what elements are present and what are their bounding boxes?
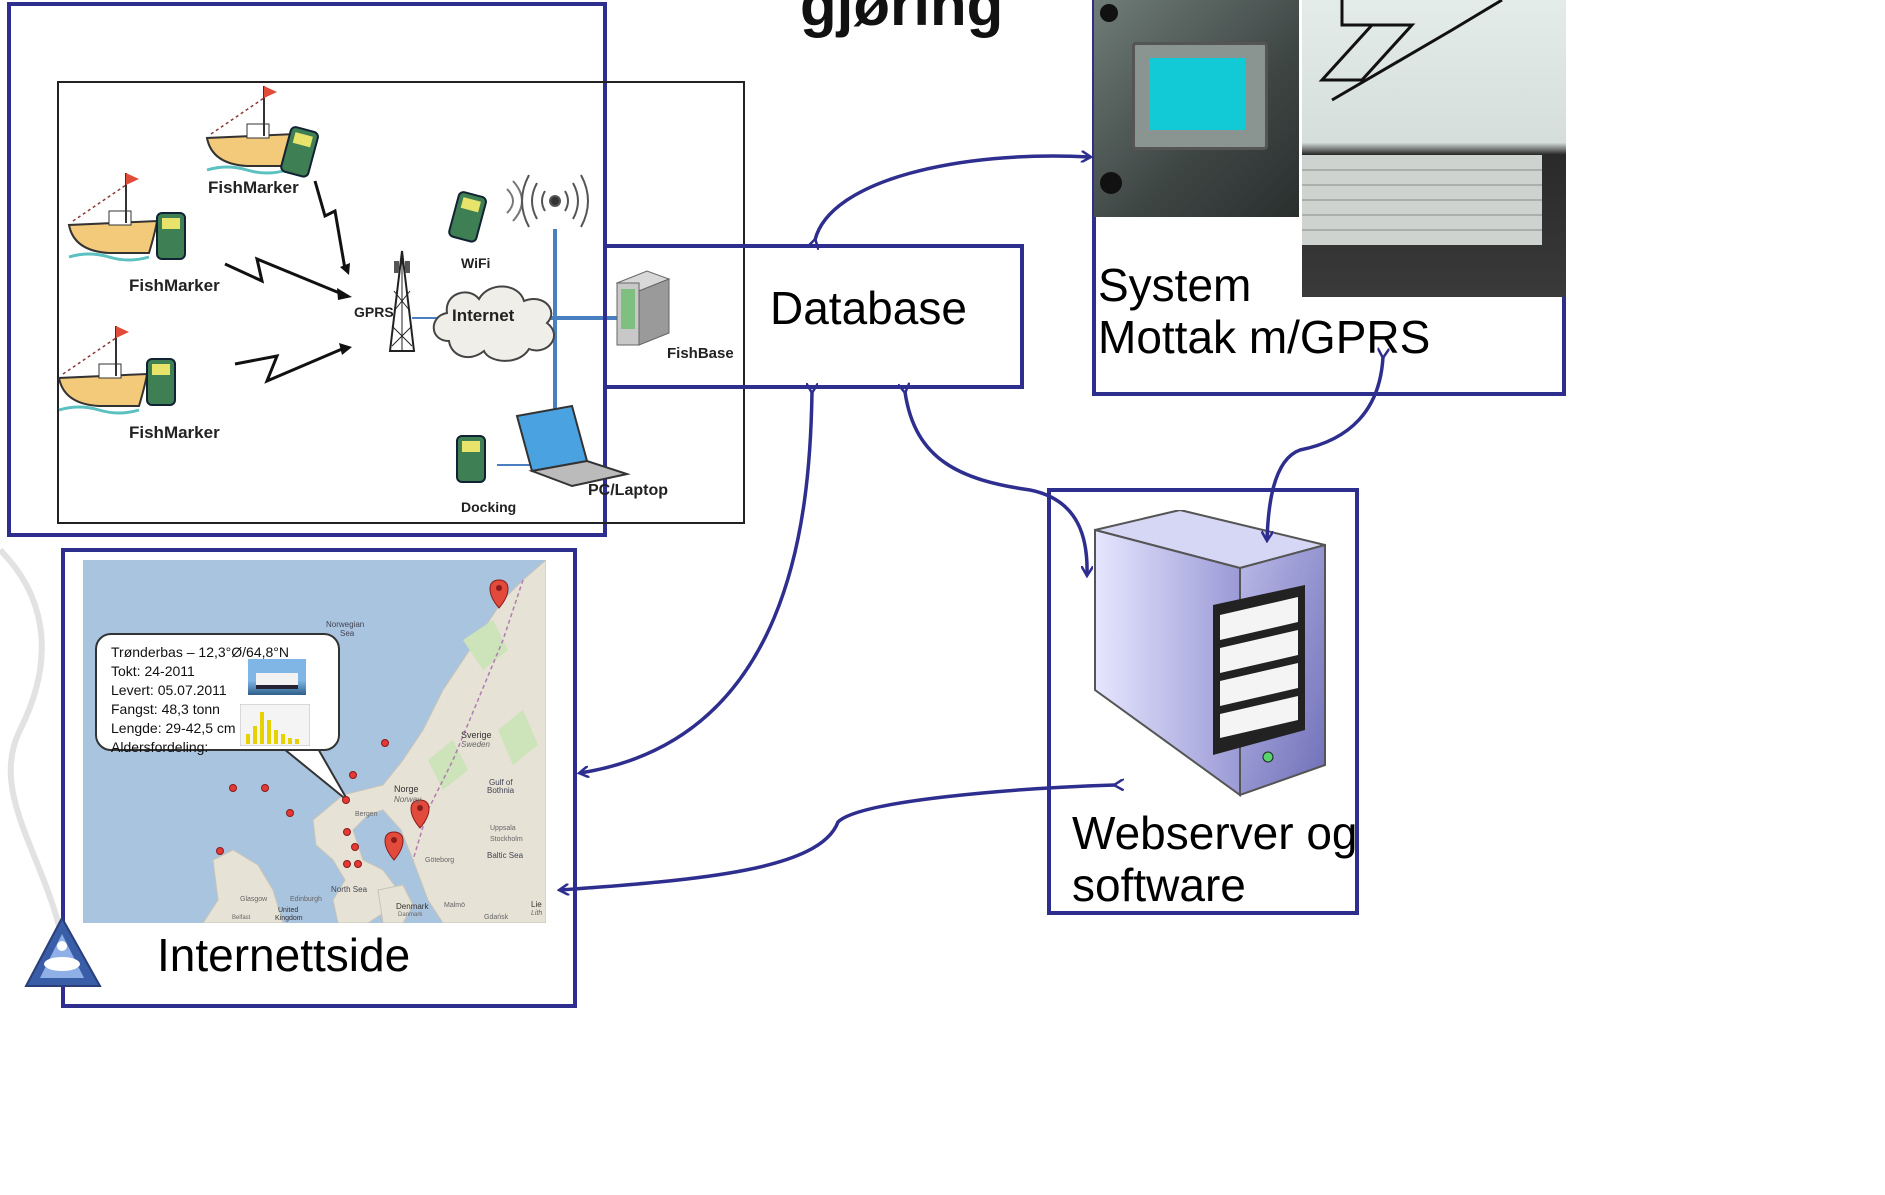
popup-alder-line: Aldersfordeling: — [111, 739, 209, 755]
map-label: Belfast — [232, 915, 251, 921]
signal-arrow — [224, 256, 343, 296]
map-label: Uppsala — [490, 825, 516, 832]
popup-tokt-line: Tokt: 24-2011 — [111, 663, 195, 679]
map-label: United — [278, 907, 299, 914]
fishmarker-label: FishMarker — [208, 178, 299, 197]
arrow-webserver-internettside — [560, 785, 1115, 890]
map-label: Gdańsk — [484, 914, 509, 921]
popup-lengde-line: Lengde: 29-42,5 cm — [111, 720, 236, 736]
map-label: Lie — [531, 900, 542, 909]
fishmarker-label: FishMarker — [129, 276, 220, 295]
map-pin-icon[interactable] — [384, 831, 404, 861]
vessel-photo — [248, 659, 306, 695]
map-label: Baltic Sea — [487, 851, 524, 860]
map-label: Danmark — [398, 912, 423, 918]
map-label: Denmark — [396, 902, 429, 911]
map-label: Norway — [394, 795, 422, 804]
map-pin-icon[interactable] — [489, 579, 509, 609]
measuring-board-photo — [1302, 0, 1566, 297]
map-pin-icon[interactable] — [410, 799, 430, 829]
page-title-fragment: gjøring — [800, 0, 1004, 38]
fishbase-label: FishBase — [667, 345, 734, 362]
map-label: Sweden — [461, 740, 490, 749]
map-label: Bothnia — [487, 786, 515, 795]
map-label: Sea — [340, 629, 355, 638]
map-label: Stockholm — [490, 836, 523, 843]
network-inner-frame — [57, 81, 745, 524]
map-label: Malmö — [444, 902, 466, 909]
map-label: Gulf of — [489, 778, 513, 787]
fishmarker-icon — [280, 126, 319, 178]
fishmarker-icon — [146, 358, 176, 406]
wifi-label: WiFi — [461, 255, 491, 271]
popup-levert-line: Levert: 05.07.2011 — [111, 682, 227, 698]
docking-label: Docking — [461, 499, 517, 515]
arrow-database-internettside — [580, 392, 812, 773]
network-diagram — [57, 86, 671, 488]
fishbase-server-icon — [615, 270, 671, 346]
age-distribution-chart — [240, 704, 310, 746]
boat-icon — [67, 173, 159, 262]
fishmarker-label: FishMarker — [129, 423, 220, 442]
wifi-phone-icon — [448, 191, 487, 243]
signal-arrow — [234, 347, 343, 384]
map-label: Sverige — [461, 730, 492, 740]
antenna-icon — [521, 174, 589, 228]
docking-phone-icon — [456, 435, 486, 483]
gprs-tower-icon — [388, 250, 416, 352]
logo-icon — [24, 916, 102, 987]
arrow-database-webserver — [905, 392, 1087, 575]
map-label: Göteborg — [425, 857, 455, 864]
database-label: Database — [770, 282, 967, 334]
internettside-label: Internettside — [157, 929, 411, 981]
map-label: Norge — [394, 784, 419, 794]
arrow-database-system — [815, 156, 1090, 240]
receiver-terminal-photo — [1094, 0, 1299, 217]
map-label: Edinburgh — [290, 896, 322, 903]
server-tower-icon — [1094, 510, 1326, 797]
map-label: North Sea — [331, 885, 368, 894]
fishmarker-icon — [156, 212, 186, 260]
system-label: System — [1098, 259, 1252, 311]
arrow-system-webserver — [1267, 357, 1383, 540]
popup-fangst-line: Fangst: 48,3 tonn — [111, 701, 220, 717]
internet-cloud-icon — [432, 285, 555, 362]
map-label: Lith — [531, 910, 543, 917]
map-label: Kingdom — [275, 915, 303, 922]
map-label: Norwegian — [326, 620, 365, 629]
internettside-box — [61, 548, 577, 1008]
background-decoration — [0, 547, 63, 931]
gprs-label: GPRS — [354, 304, 394, 320]
map-label: Bergen — [355, 811, 378, 818]
popup-vessel-line: Trønderbas – 12,3°Ø/64,8°N — [111, 644, 289, 660]
webserver-box — [1047, 488, 1359, 915]
signal-arrow — [313, 180, 347, 270]
map-label: Glasgow — [240, 896, 268, 903]
internet-label: Internet — [452, 306, 515, 325]
